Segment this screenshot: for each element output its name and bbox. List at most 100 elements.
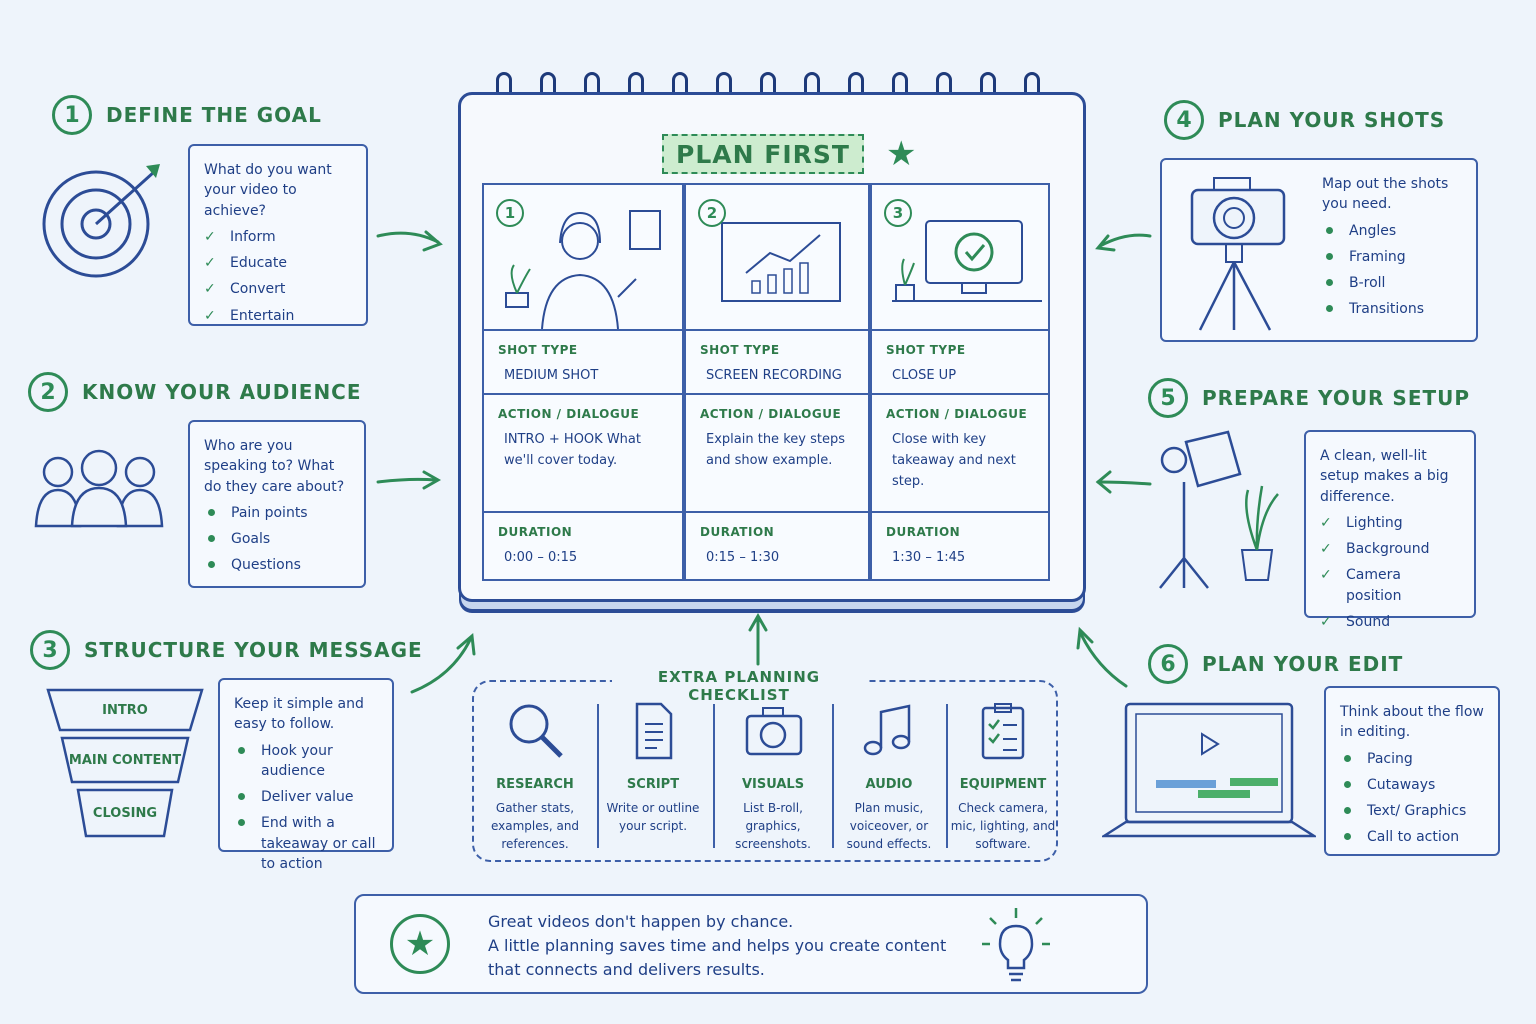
magnifier-icon bbox=[509, 704, 563, 758]
step-4-card: Map out the shots you need. Angles Frami… bbox=[1160, 158, 1478, 342]
closing-message: Great videos don't happen by chance. A l… bbox=[488, 912, 947, 979]
action-cell: ACTION / DIALOGUE Close with key takeawa… bbox=[872, 395, 1048, 513]
list-item: End with a takeaway or call to action bbox=[234, 813, 378, 874]
bullet-icon bbox=[208, 561, 215, 569]
bullet-icon bbox=[238, 793, 245, 801]
list-item: Angles bbox=[1322, 221, 1462, 241]
funnel-intro: INTRO bbox=[102, 702, 148, 718]
panel-number: 2 bbox=[698, 199, 726, 227]
star-badge-icon: ★ bbox=[390, 914, 450, 974]
shot-type-cell: SHOT TYPE MEDIUM SHOT bbox=[484, 331, 682, 395]
action-cell: ACTION / DIALOGUE INTRO + HOOK What we'l… bbox=[484, 395, 682, 513]
step-3-card: Keep it simple and easy to follow. Hook … bbox=[218, 678, 394, 872]
list-item: Framing bbox=[1322, 247, 1462, 267]
audience-icon bbox=[34, 449, 164, 528]
checklist-item-audio: AUDIO Plan music, voiceover, or sound ef… bbox=[832, 700, 946, 853]
panel-number: 3 bbox=[884, 199, 912, 227]
checklist-item-equipment: EQUIPMENT Check camera, mic, lighting, a… bbox=[946, 700, 1060, 853]
bullet-icon bbox=[238, 819, 245, 827]
growth-chart-icon bbox=[721, 222, 841, 302]
star-icon: ★ bbox=[886, 134, 917, 174]
list-item: ✓Lighting bbox=[1320, 513, 1460, 533]
list-item: Cutaways bbox=[1340, 775, 1484, 795]
action-cell: ACTION / DIALOGUE Explain the key steps … bbox=[686, 395, 868, 513]
list-item: Pain points bbox=[204, 503, 350, 523]
check-icon: ✓ bbox=[1320, 541, 1332, 558]
plan-first-banner: PLAN FIRST bbox=[662, 134, 864, 174]
presenter-illustration-icon bbox=[505, 210, 661, 330]
bullet-icon bbox=[1326, 252, 1333, 260]
list-item: Pacing bbox=[1340, 749, 1484, 769]
arrow-6 bbox=[1078, 630, 1128, 688]
list-item: Text/ Graphics bbox=[1340, 801, 1484, 821]
clipboard-icon bbox=[981, 703, 1025, 760]
step-5-card: A clean, well-lit setup makes a big diff… bbox=[1304, 430, 1476, 630]
monitor-check-icon bbox=[892, 220, 1042, 302]
storyboard-panel: 2 bbox=[686, 185, 868, 331]
check-icon: ✓ bbox=[1320, 614, 1332, 631]
camera-icon bbox=[745, 707, 803, 756]
list-item: ✓Inform bbox=[204, 227, 352, 247]
target-icon bbox=[42, 164, 160, 278]
bullet-icon bbox=[208, 535, 215, 543]
check-icon: ✓ bbox=[204, 281, 216, 298]
list-item: Call to action bbox=[1340, 827, 1484, 847]
shot-type-cell: SHOT TYPE CLOSE UP bbox=[872, 331, 1048, 395]
funnel-main-content: MAIN CONTENT bbox=[68, 752, 182, 768]
bullet-icon bbox=[1326, 279, 1333, 287]
step-4-header: 4 Plan your shots bbox=[1164, 100, 1445, 140]
check-icon: ✓ bbox=[1320, 514, 1332, 531]
arrow-3 bbox=[410, 638, 472, 694]
bullet-icon bbox=[1326, 226, 1333, 234]
bullet-icon bbox=[1344, 780, 1351, 788]
step-1-card: What do you want your video to achieve? … bbox=[188, 144, 368, 326]
funnel-closing: CLOSING bbox=[92, 805, 158, 821]
check-icon: ✓ bbox=[204, 255, 216, 272]
shot-type-cell: SHOT TYPE SCREEN RECORDING bbox=[686, 331, 868, 395]
list-item: B-roll bbox=[1322, 273, 1462, 293]
bullet-icon bbox=[208, 508, 215, 516]
check-icon: ✓ bbox=[204, 228, 216, 245]
storyboard-panel: 1 bbox=[484, 185, 682, 331]
arrow-4 bbox=[1098, 233, 1152, 248]
funnel-icon bbox=[46, 688, 204, 838]
list-item: ✓Camera position bbox=[1320, 567, 1402, 604]
step-2-header: 2 Know your audience bbox=[28, 372, 362, 412]
divider bbox=[832, 704, 834, 848]
step-3-header: 3 Structure your message bbox=[30, 630, 423, 670]
arrow-5 bbox=[1096, 480, 1152, 486]
storyboard-panel: 3 bbox=[872, 185, 1048, 331]
bullet-icon bbox=[1344, 833, 1351, 841]
bullet-icon bbox=[1344, 754, 1351, 762]
duration-cell: DURATION 0:00 – 0:15 bbox=[498, 525, 578, 566]
bullet-icon bbox=[238, 746, 245, 754]
duration-cell: DURATION 0:15 – 1:30 bbox=[700, 525, 780, 566]
list-item: Questions bbox=[204, 555, 350, 575]
divider bbox=[597, 704, 599, 848]
duration-cell: DURATION 1:30 – 1:45 bbox=[886, 525, 966, 566]
camera-tripod-icon bbox=[1190, 177, 1286, 331]
step-2-card: Who are you speaking to? What do they ca… bbox=[188, 420, 366, 588]
check-icon: ✓ bbox=[204, 307, 216, 324]
checklist-item-visuals: VISUALS List B-roll, graphics, screensho… bbox=[716, 700, 830, 853]
divider bbox=[946, 704, 948, 848]
bullet-icon bbox=[1326, 305, 1333, 313]
laptop-editing-icon bbox=[1102, 702, 1316, 838]
lightbulb-icon bbox=[982, 908, 1050, 982]
music-note-icon bbox=[863, 704, 911, 756]
step-6-card: Think about the flow in editing. Pacing … bbox=[1324, 686, 1500, 856]
step-6-header: 6 Plan your edit bbox=[1148, 644, 1403, 684]
step-1-header: 1 Define the goal bbox=[52, 95, 322, 135]
checklist-title: EXTRA PLANNING CHECKLIST bbox=[612, 668, 866, 704]
document-icon bbox=[635, 702, 673, 760]
storyboard-column-3: 3 SHOT TYPE CLOSE UP ACTION / DIALOGUE C… bbox=[870, 183, 1050, 581]
list-item: Deliver value bbox=[234, 787, 378, 807]
list-item: Transitions bbox=[1322, 299, 1462, 319]
storyboard-column-1: 1 SHOT TYPE MEDIUM SHOT ACTION / DIALOGU… bbox=[482, 183, 684, 581]
arrow-2 bbox=[376, 477, 438, 484]
list-item: ✓Educate bbox=[204, 253, 352, 273]
list-item: Goals bbox=[204, 529, 350, 549]
list-item: ✓Convert bbox=[204, 279, 352, 299]
lighting-setup-icon bbox=[1159, 430, 1279, 589]
